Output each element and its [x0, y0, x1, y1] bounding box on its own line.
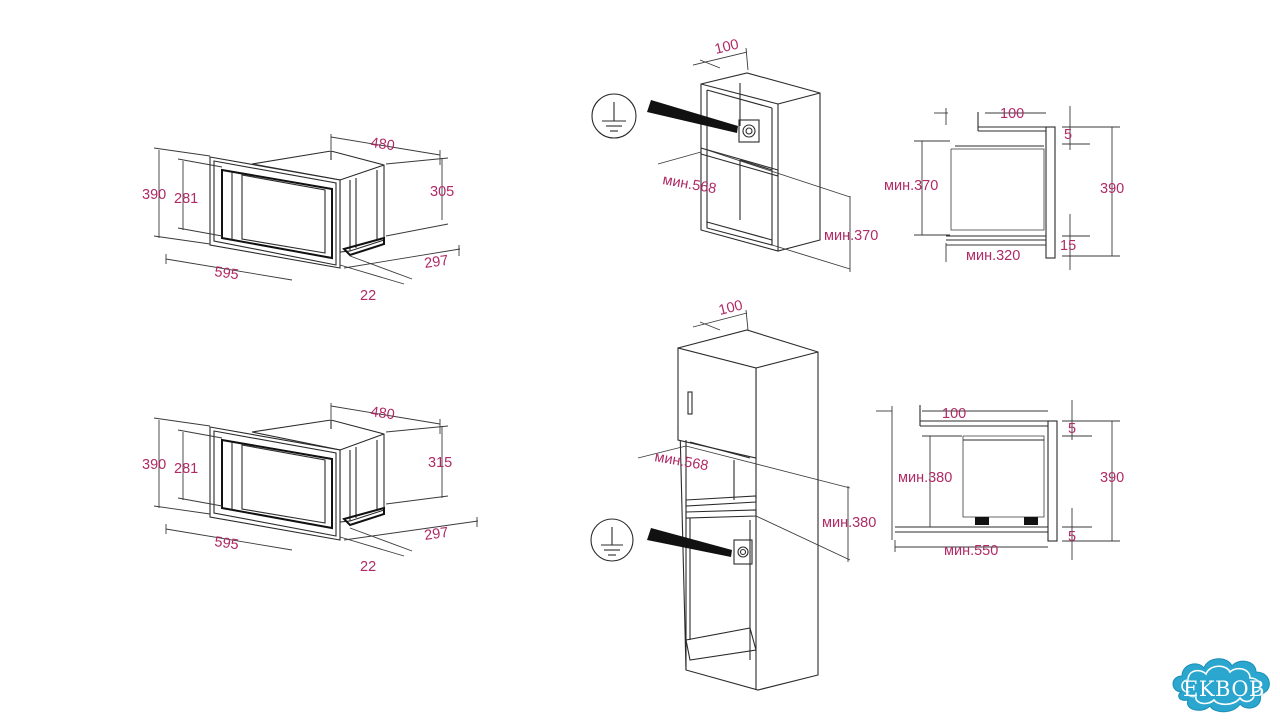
oven-drawing-top	[153, 134, 461, 285]
dim-297-bottom: 297	[423, 525, 449, 544]
dim-315: 315	[428, 455, 452, 471]
dim-595-top: 595	[213, 264, 239, 283]
side-section-bottom	[876, 400, 1120, 560]
dim-390-bottom: 390	[142, 457, 166, 473]
ground-symbol-icon-2	[590, 518, 634, 562]
logo-text: EKBOB	[1183, 677, 1265, 701]
dim-390-side-bottom: 390	[1100, 470, 1124, 486]
dim-100-side-bottom: 100	[942, 406, 966, 422]
dim-22-bottom: 22	[360, 559, 376, 575]
dimension-labels: 480 390 281 305 595 297 22 480 390 281 3…	[142, 37, 1124, 575]
power-socket-icon	[738, 119, 760, 143]
dim-390-side-top: 390	[1100, 181, 1124, 197]
dim-100-cab-top: 100	[713, 37, 740, 58]
dim-22-top: 22	[360, 288, 376, 304]
dim-480-top: 480	[369, 135, 395, 154]
dim-min550: мин.550	[944, 543, 998, 559]
dim-15: 15	[1060, 238, 1076, 254]
side-section-top	[914, 106, 1120, 270]
tall-cabinet-drawing	[637, 309, 851, 691]
dim-5-top: 5	[1064, 127, 1072, 143]
dim-100-cab-bottom: 100	[717, 298, 744, 319]
dim-5-upper: 5	[1068, 421, 1076, 437]
dim-305: 305	[430, 184, 454, 200]
dim-min370-side: мин.370	[884, 178, 938, 194]
dim-100-side-top: 100	[1000, 106, 1024, 122]
dim-595-bottom: 595	[213, 534, 239, 553]
dim-281-top: 281	[174, 191, 198, 207]
wall-cabinet-drawing	[647, 47, 851, 272]
dim-390-top: 390	[142, 187, 166, 203]
ekbob-logo	[1172, 658, 1270, 713]
dim-5-lower: 5	[1068, 529, 1076, 545]
dim-min380-side: мин.380	[898, 470, 952, 486]
oven-drawing-bottom	[153, 403, 479, 557]
dim-297-top: 297	[423, 253, 449, 272]
dim-min320: мин.320	[966, 248, 1020, 264]
ground-symbol-icon	[591, 93, 637, 139]
dim-min380-cab: мин.380	[822, 515, 876, 531]
dim-480-bottom: 480	[369, 404, 395, 423]
dim-281-bottom: 281	[174, 461, 198, 477]
dim-min370-cab: мин.370	[824, 228, 878, 244]
socket-pointer	[647, 100, 738, 133]
